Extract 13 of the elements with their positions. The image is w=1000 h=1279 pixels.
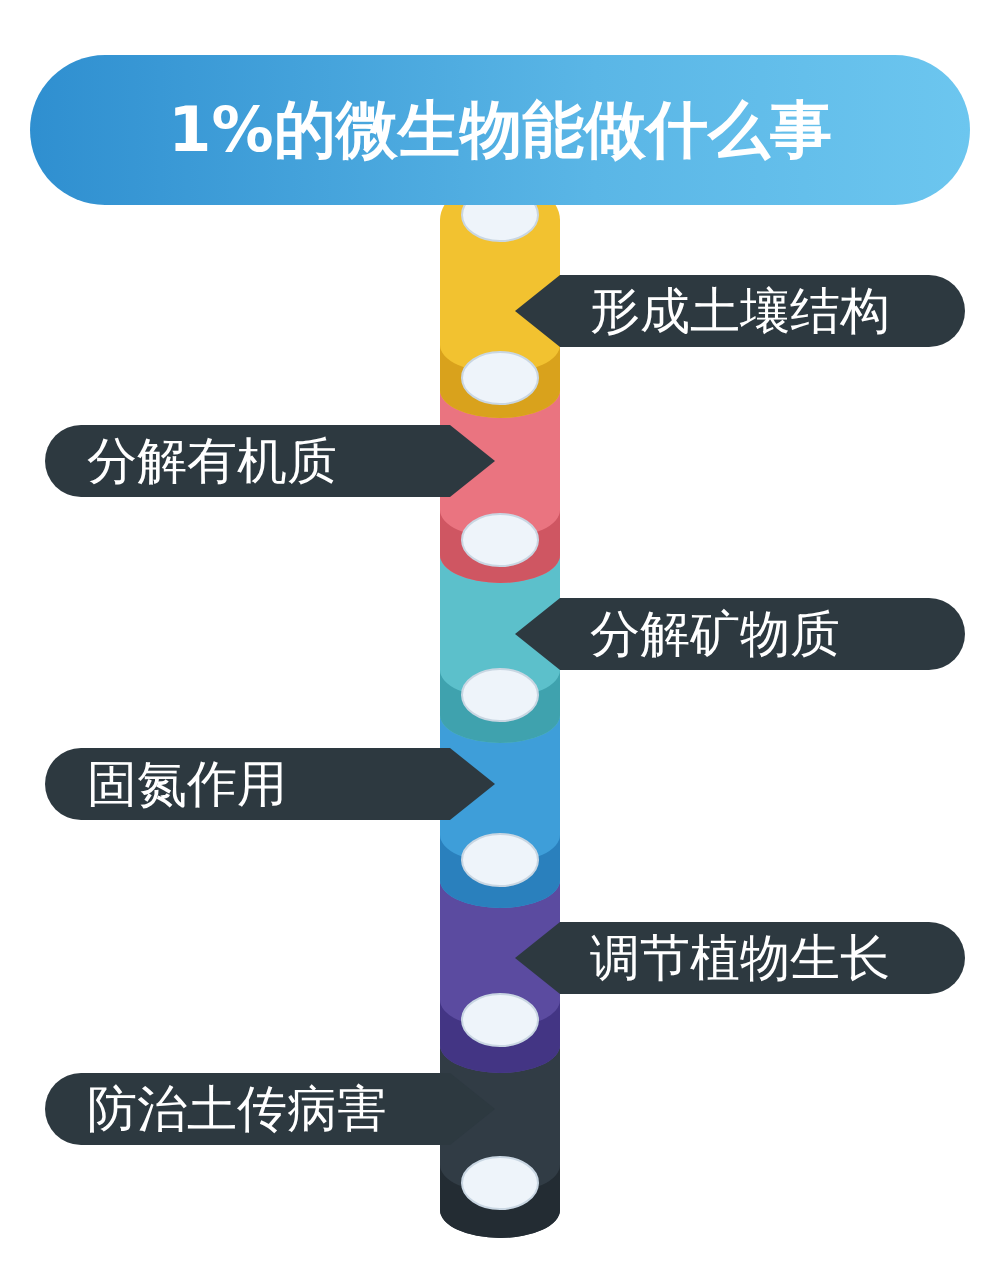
banner-text: 分解有机质 [87, 431, 337, 492]
pointer-banner [45, 1073, 495, 1145]
pointer-banner [45, 748, 495, 820]
banner-text: 形成土壤结构 [590, 281, 890, 342]
banner-text: 固氮作用 [87, 754, 287, 815]
pointer-banner [45, 425, 495, 497]
banner-text: 分解矿物质 [590, 604, 840, 665]
title-text: 1%的微生物能做什么事 [168, 92, 832, 168]
pointer-banner [515, 922, 965, 994]
pointer-banner [515, 598, 965, 670]
banner-text: 防治土传病害 [87, 1079, 387, 1140]
banner-text: 调节植物生长 [590, 928, 890, 989]
pointer-banner [515, 275, 965, 347]
